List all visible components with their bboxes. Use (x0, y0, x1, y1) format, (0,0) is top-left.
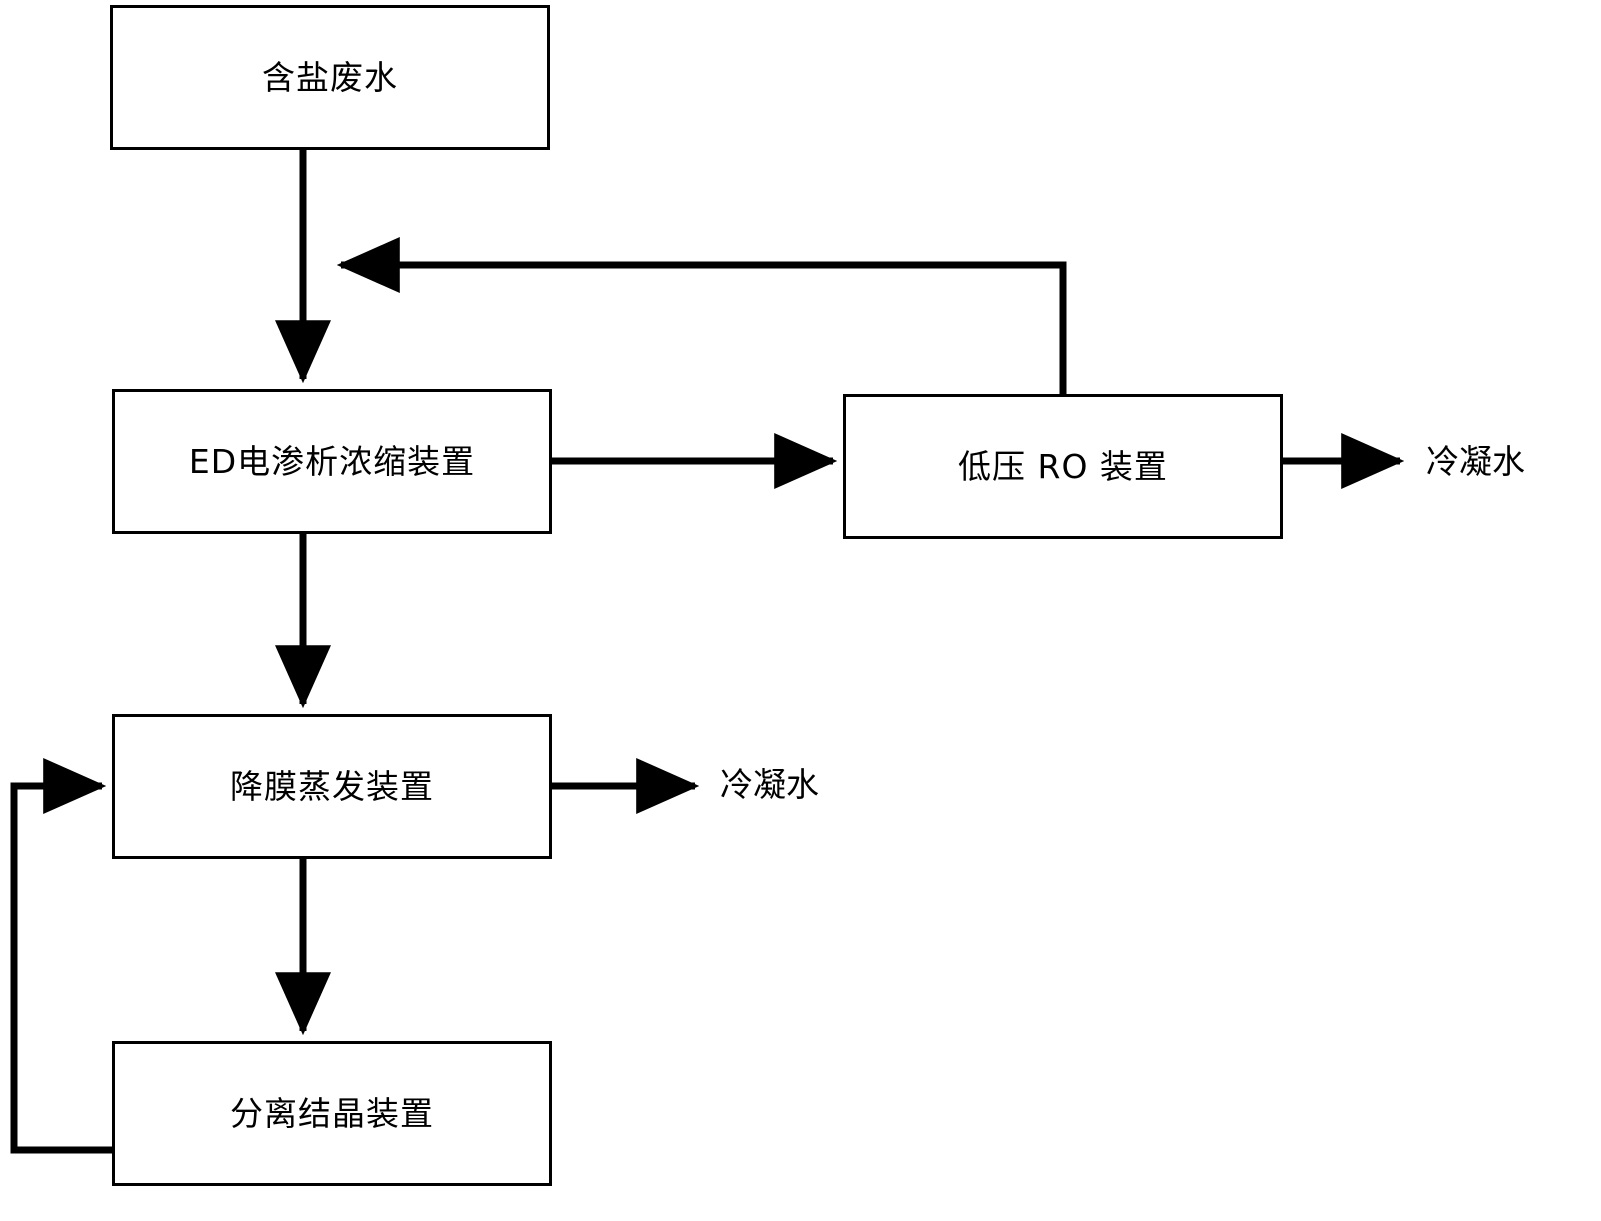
label-ro-condensate: 冷凝水 (1426, 442, 1525, 481)
label-evaporator-condensate: 冷凝水 (720, 765, 819, 804)
node-evaporator-label: 降膜蒸发装置 (230, 767, 434, 806)
node-ed-label: ED电渗析浓缩装置 (188, 442, 476, 481)
node-separation-crystallizer[interactable]: 分离结晶装置 (112, 1041, 552, 1186)
node-crystallizer-label: 分离结晶装置 (230, 1094, 434, 1133)
node-ro-label: 低压 RO 装置 (958, 447, 1168, 486)
node-ed-electrodialysis[interactable]: ED电渗析浓缩装置 (112, 389, 552, 534)
node-feed-label: 含盐废水 (262, 58, 398, 97)
edge-ro-recycle-to-ed (336, 237, 1067, 394)
node-feed[interactable]: 含盐废水 (110, 5, 550, 150)
node-low-pressure-ro[interactable]: 低压 RO 装置 (843, 394, 1283, 539)
node-falling-film-evaporator[interactable]: 降膜蒸发装置 (112, 714, 552, 859)
edge-crystallizer-recycle (10, 758, 112, 1154)
